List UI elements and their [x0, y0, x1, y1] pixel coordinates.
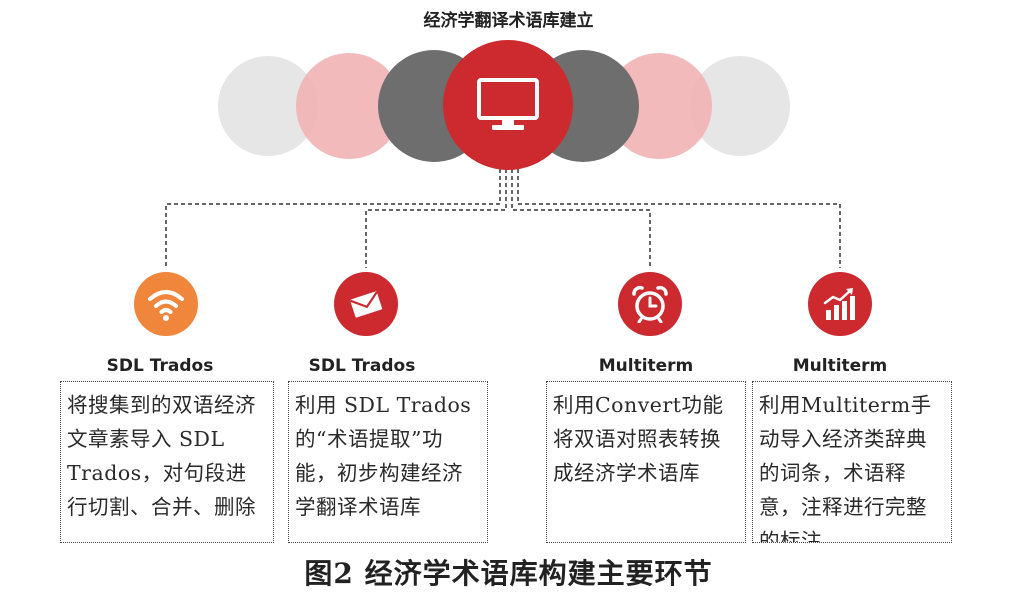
node-4-description: 利用Multiterm手动导入经济类辞典的词条，术语释意，注释进行完整的标注	[752, 381, 952, 543]
connector-line-2	[365, 162, 507, 268]
center-circle	[443, 40, 573, 170]
node-4-label: Multiterm	[792, 356, 888, 376]
node-1-label: SDL Trados	[106, 356, 214, 376]
wifi-icon	[148, 290, 184, 321]
node-1-icon-circle	[134, 272, 198, 336]
node-3-label: Multiterm	[598, 356, 694, 376]
node-3-icon-circle	[618, 272, 682, 336]
node-3-description: 利用Convert功能将双语对照表转换成经济学术语库	[546, 381, 746, 543]
node-2-description: 利用 SDL Trados 的“术语提取”功能，初步构建经济学翻译术语库	[288, 381, 488, 543]
connector-line-4	[517, 162, 841, 268]
diagram-title: 经济学翻译术语库建立	[423, 11, 594, 31]
connector-line-1	[165, 162, 501, 268]
figure-caption: 图2 经济学术语库构建主要环节	[304, 557, 713, 590]
bar-chart-icon	[823, 288, 855, 320]
node-2-icon-circle	[334, 272, 398, 336]
alarm-clock-icon	[632, 285, 668, 323]
node-1-description: 将搜集到的双语经济文章素导入 SDL Trados，对句段进行切割、合并、删除	[60, 381, 274, 543]
node-4-icon-circle	[808, 272, 872, 336]
node-2-label: SDL Trados	[308, 356, 416, 376]
connector-line-3	[511, 162, 651, 268]
envelope-icon	[349, 291, 383, 318]
monitor-icon	[477, 78, 539, 130]
